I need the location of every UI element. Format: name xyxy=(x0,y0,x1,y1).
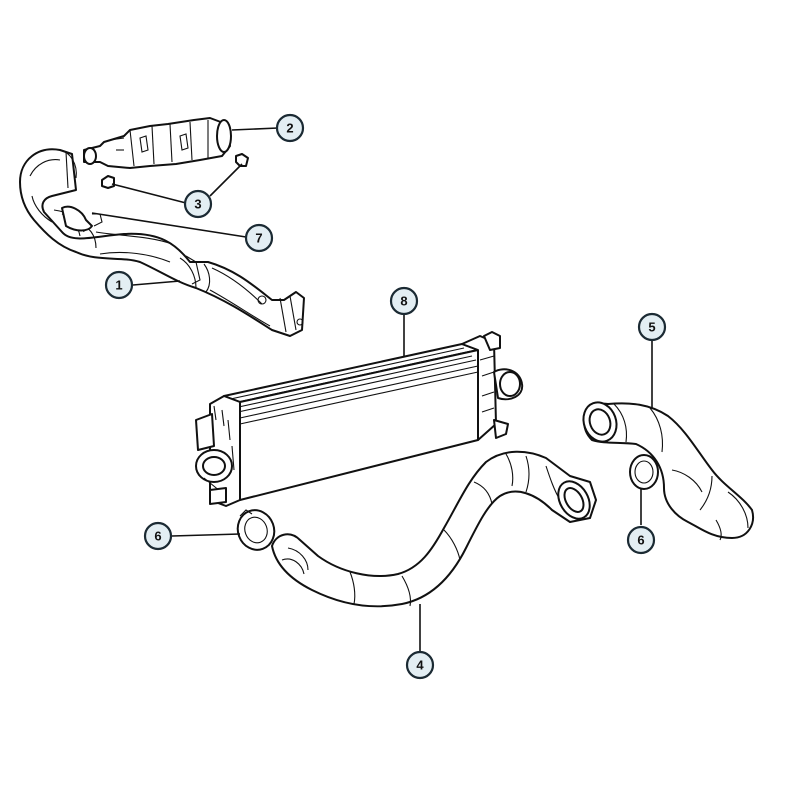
callout-6-left-label: 6 xyxy=(154,529,161,544)
callout-7: 7 xyxy=(244,223,274,253)
callout-4-label: 4 xyxy=(416,658,424,673)
leader-2 xyxy=(231,127,279,131)
callout-1: 1 xyxy=(104,270,134,300)
callout-3-label: 3 xyxy=(194,197,201,212)
leader-1 xyxy=(132,280,181,286)
callout-6-right-label: 6 xyxy=(637,533,644,548)
charge-air-resonator xyxy=(83,117,232,169)
charge-air-cooler xyxy=(195,331,524,507)
turbo-inlet-duct xyxy=(19,148,305,337)
callout-8: 8 xyxy=(389,286,419,316)
callout-6-left: 6 xyxy=(143,521,173,551)
leader-7 xyxy=(91,212,247,238)
hose-clamp-left xyxy=(236,509,276,551)
cooler-inlet-hose xyxy=(271,450,597,608)
callout-8-label: 8 xyxy=(400,294,407,309)
nut xyxy=(101,153,249,189)
callout-3: 3 xyxy=(183,189,213,219)
leader-3a xyxy=(111,183,187,204)
leader-6a xyxy=(171,533,241,537)
callout-2-label: 2 xyxy=(286,121,293,136)
callout-1-label: 1 xyxy=(115,278,122,293)
leader-lines xyxy=(91,127,653,651)
callout-7-label: 7 xyxy=(255,231,262,246)
callout-6-right: 6 xyxy=(626,525,656,555)
cooler-outlet-hose xyxy=(582,401,754,541)
callout-5-label: 5 xyxy=(648,320,655,335)
hose-clamp-right xyxy=(629,454,659,490)
clamp xyxy=(61,205,103,232)
leader-3b xyxy=(209,163,243,197)
callout-4: 4 xyxy=(405,650,435,680)
callout-2: 2 xyxy=(275,113,305,143)
callout-5: 5 xyxy=(637,312,667,342)
